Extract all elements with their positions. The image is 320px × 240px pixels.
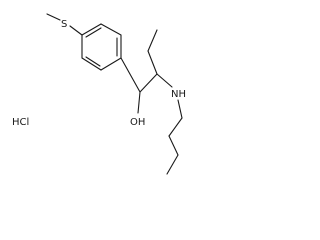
bond-ring-1-inner [85,27,102,38]
amine-atom-label: NH [171,89,186,100]
bond-butyl-4 [166,154,179,175]
molecule-structure: S OH NH HCl [12,13,186,175]
bond-s-ring [69,25,83,36]
bond-carbinol-oh [137,91,141,114]
bond-ch-ethyl [147,50,158,75]
bond-ring-4 [100,57,122,71]
sulfur-atom-label: S [61,19,67,30]
bond-ch-nh [156,73,173,88]
bond-ethyl-methyl [147,29,158,52]
hcl-salt-label: HCl [12,117,29,128]
bond-ring-2 [100,23,122,36]
bond-ring-carbinol [120,57,141,93]
hydroxyl-atom-label: OH [130,117,145,128]
bond-methyl-s [46,13,61,21]
bond-ring-5 [81,57,102,71]
bond-ring-1 [81,23,102,36]
structure-canvas: S OH NH HCl [12,13,186,175]
bond-butyl-3 [168,135,179,156]
bond-nh-butyl-1 [177,99,183,119]
bond-butyl-2 [168,117,183,137]
bond-carbinol-ch [139,73,158,93]
bond-ring-5-inner [85,56,101,67]
